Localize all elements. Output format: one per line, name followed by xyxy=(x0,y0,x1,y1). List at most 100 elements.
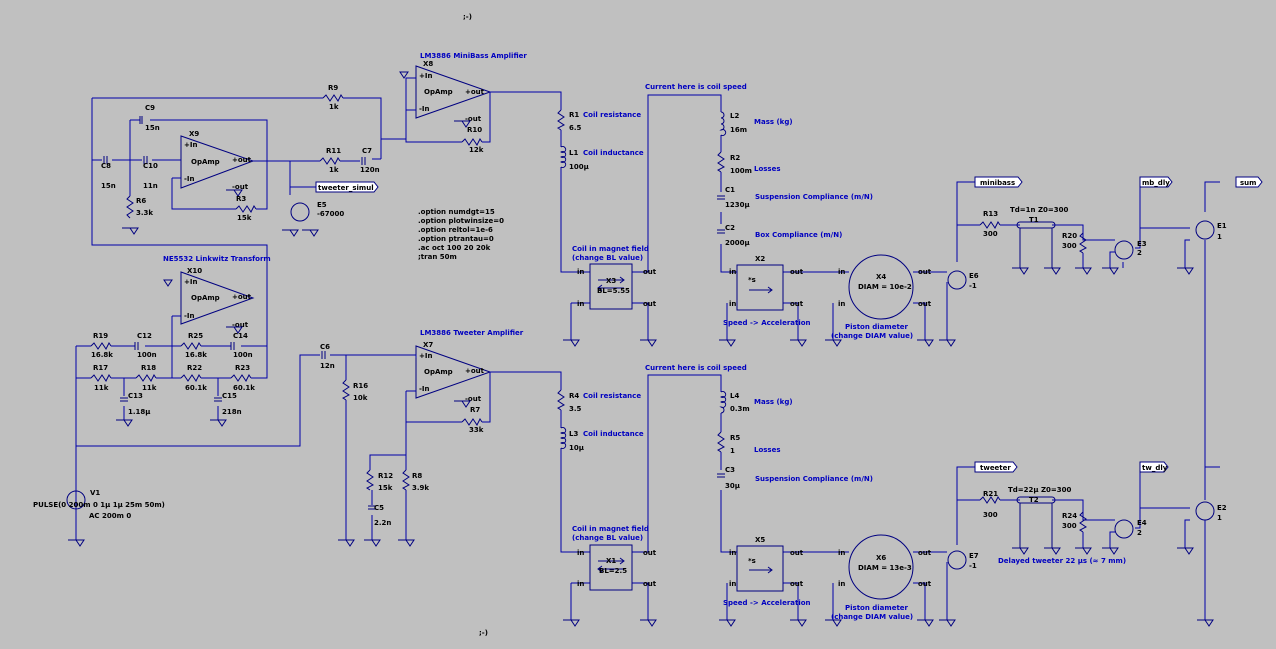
ref-r5: R5 xyxy=(730,434,740,442)
opamp-label: OpAmp xyxy=(424,368,453,376)
deriv-x2: *s xyxy=(748,276,756,284)
ref-t2: T2 xyxy=(1029,496,1039,504)
pin-label: out xyxy=(643,300,657,308)
val-v1-pulse: PULSE(0 200m 0 1µ 1µ 25m 50m) xyxy=(33,501,165,509)
top-mark: ;-) xyxy=(463,13,472,21)
val-r20: 300 xyxy=(1062,242,1077,250)
val-e3: 2 xyxy=(1137,249,1142,257)
opamp-x10[interactable]: NE5532 Linkwitz Transform X10 +In -In Op… xyxy=(163,255,271,329)
val-r23: 60.1k xyxy=(233,384,255,392)
directive-line: .option reltol=1e-6 xyxy=(418,226,493,234)
pin-label: in xyxy=(838,300,845,308)
val-r5: 1 xyxy=(730,447,735,455)
ref-e4: E4 xyxy=(1137,519,1147,527)
ref-l2: L2 xyxy=(730,112,739,120)
ground-icon xyxy=(399,71,409,79)
opamp-x9-ref: X9 xyxy=(189,130,199,138)
opamp-pin: +In xyxy=(184,141,197,149)
label-minibass: minibass xyxy=(980,179,1015,187)
ref-r7: R7 xyxy=(470,406,480,414)
ref-r4: R4 xyxy=(569,392,579,400)
val-c2: 2000µ xyxy=(725,239,750,247)
ref-r23: R23 xyxy=(235,364,250,372)
note-r5: Losses xyxy=(754,446,781,454)
note-r1: Coil resistance xyxy=(583,111,641,119)
val-r6: 3.3k xyxy=(136,209,153,217)
opamp-pin: +out xyxy=(232,293,252,301)
val-x1: BL=2.5 xyxy=(599,567,627,575)
pin-label: out xyxy=(790,268,804,276)
pin-label: out xyxy=(643,549,657,557)
val-t1: Td=1n Z0=300 xyxy=(1010,206,1068,214)
val-c9: 15n xyxy=(145,124,160,132)
val-l2: 16m xyxy=(730,126,747,134)
ref-x5: X5 xyxy=(755,536,765,544)
val-c10: 11n xyxy=(143,182,158,190)
pin-label: in xyxy=(838,268,845,276)
opamp-x9[interactable]: X9 +In -In OpAmp +out -out xyxy=(180,130,255,191)
pin-label: in xyxy=(577,580,584,588)
ground-icon xyxy=(163,279,173,287)
val-r25: 16.8k xyxy=(185,351,207,359)
val-c7: 120n xyxy=(360,166,380,174)
pin-label: out xyxy=(790,580,804,588)
opamp-pin: -out xyxy=(465,395,482,403)
note-l2: Mass (kg) xyxy=(754,118,793,126)
val-l3: 10µ xyxy=(569,444,584,452)
opamp-pin: +In xyxy=(419,352,432,360)
ref-r6: R6 xyxy=(136,197,146,205)
ref-c9: C9 xyxy=(145,104,155,112)
val-r10: 12k xyxy=(469,146,484,154)
val-c12: 100n xyxy=(137,351,157,359)
val-r12: 15k xyxy=(378,484,393,492)
pin-label: in xyxy=(729,268,736,276)
ref-r22: R22 xyxy=(187,364,202,372)
ref-r17: R17 xyxy=(93,364,108,372)
opamp-pin: -In xyxy=(184,175,195,183)
pin-label: in xyxy=(838,580,845,588)
inductors xyxy=(560,111,727,449)
ref-l4: L4 xyxy=(730,392,739,400)
ref-c1: C1 xyxy=(725,186,735,194)
ref-c13: C13 xyxy=(128,392,143,400)
val-t2: Td=22µ Z0=300 xyxy=(1008,486,1072,494)
pin-label: in xyxy=(729,580,736,588)
ref-e1: E1 xyxy=(1217,222,1227,230)
pin-label: out xyxy=(790,549,804,557)
ref-c12: C12 xyxy=(137,332,152,340)
opamp-x7-ref: X7 xyxy=(423,341,433,349)
val-r1: 6.5 xyxy=(569,124,582,132)
note-c2: Box Compliance (m/N) xyxy=(755,231,842,239)
val-l1: 100µ xyxy=(569,163,589,171)
ref-c3: C3 xyxy=(725,466,735,474)
opamp-x7-symbol xyxy=(415,345,492,399)
pin-label: out xyxy=(918,549,932,557)
opamp-pin: +out xyxy=(232,156,252,164)
ref-l3: L3 xyxy=(569,430,578,438)
ref-r1: R1 xyxy=(569,111,579,119)
magnet-note-top: Coil in magnet field xyxy=(572,245,649,253)
ref-c7: C7 xyxy=(362,147,372,155)
ref-c10: C10 xyxy=(143,162,158,170)
directive-line: .option plotwinsize=0 xyxy=(418,217,504,225)
minibass-amp[interactable]: LM3886 MiniBass Amplifier X8 +In -In OpA… xyxy=(399,52,527,123)
opamp-x8-ref: X8 xyxy=(423,60,433,68)
label-sum: sum xyxy=(1240,179,1256,187)
delay-note: Delayed tweeter 22 µs (≈ 7 mm) xyxy=(998,557,1126,565)
pin-label: in xyxy=(729,549,736,557)
magnet-note2-top: (change BL value) xyxy=(572,254,643,262)
ref-r2: R2 xyxy=(730,154,740,162)
label-tw-dly: tw_dly xyxy=(1142,464,1168,472)
ref-c6: C6 xyxy=(320,343,330,351)
val-r16: 10k xyxy=(353,394,368,402)
opamp-x10-symbol xyxy=(180,271,255,325)
tweeter-amp[interactable]: LM3886 Tweeter Amplifier X7 +In -In OpAm… xyxy=(415,329,524,403)
val-c15: 218n xyxy=(222,408,242,416)
pin-label: out xyxy=(643,580,657,588)
val-x4: DIAM = 10e-2 xyxy=(858,283,912,291)
speed-note-top: Current here is coil speed xyxy=(645,83,747,91)
opamp-pin: +out xyxy=(465,88,485,96)
opamp-pin: -In xyxy=(419,105,430,113)
